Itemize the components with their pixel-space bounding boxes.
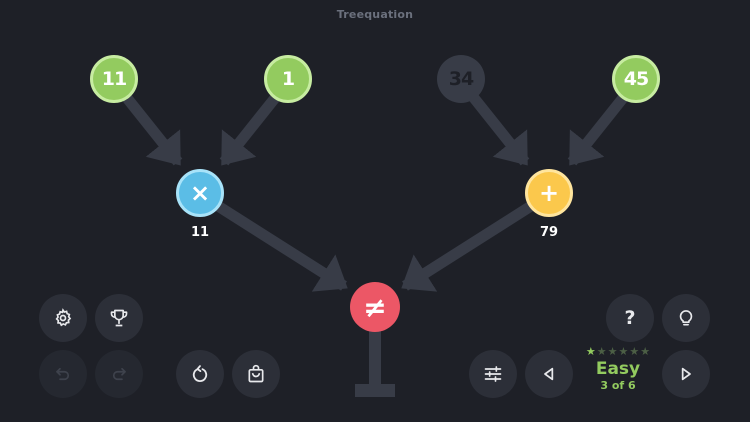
options-button[interactable]: [469, 350, 517, 398]
star-icon-empty: ★: [640, 345, 651, 358]
leaf-node-4[interactable]: 45: [612, 55, 660, 103]
leaf-node-3[interactable]: 34: [437, 55, 485, 103]
not-equal-icon: ≠: [363, 290, 387, 324]
triangle-left-icon: [544, 367, 554, 381]
shop-button[interactable]: [232, 350, 280, 398]
triangle-right-icon: [681, 367, 691, 381]
edge-34-to-add: [469, 94, 530, 166]
leaf-value: 45: [623, 68, 649, 90]
leaf-node-1[interactable]: 11: [90, 55, 138, 103]
multiply-icon: ×: [189, 179, 211, 207]
root-base: [355, 384, 395, 397]
trophy-icon: [110, 309, 128, 327]
undo-icon: [56, 367, 70, 381]
achievements-button[interactable]: [95, 294, 143, 342]
edge-1-to-multiply: [219, 94, 280, 166]
redo-button[interactable]: [95, 350, 143, 398]
app-title: Treequation: [336, 8, 414, 21]
difficulty-label: Easy: [595, 359, 641, 379]
redo-icon: [112, 367, 126, 381]
star-icon-empty: ★: [596, 345, 607, 358]
edge-45-to-add: [567, 94, 628, 166]
edge-multiply-to-notequal: [215, 201, 348, 292]
multiply-operator-node[interactable]: ×: [176, 169, 224, 217]
level-indicator: ★ ★ ★ ★ ★ ★ Easy 3 of 6: [577, 346, 659, 393]
help-button[interactable]: ?: [606, 294, 654, 342]
add-operator-node[interactable]: +: [525, 169, 573, 217]
leaf-node-2[interactable]: 1: [264, 55, 312, 103]
level-progress: 3 of 6: [600, 379, 636, 392]
star-icon-filled: ★: [585, 345, 596, 358]
add-result: 79: [539, 225, 559, 240]
previous-level-button[interactable]: [525, 350, 573, 398]
question-mark-icon: ?: [624, 307, 636, 329]
star-icon-empty: ★: [629, 345, 640, 358]
settings-button[interactable]: [39, 294, 87, 342]
lightbulb-icon: [679, 310, 693, 326]
star-icon-empty: ★: [607, 345, 618, 358]
not-equal-root-node[interactable]: ≠: [350, 282, 400, 332]
edge-add-to-notequal: [401, 201, 534, 292]
plus-icon: +: [538, 179, 560, 207]
leaf-value: 1: [281, 68, 295, 90]
next-level-button[interactable]: [662, 350, 710, 398]
multiply-result: 11: [190, 225, 210, 240]
restart-icon: [192, 365, 208, 382]
gear-icon: [55, 308, 72, 327]
edge-11-to-multiply: [122, 94, 183, 166]
hint-button[interactable]: [662, 294, 710, 342]
leaf-value: 11: [101, 68, 127, 90]
undo-button[interactable]: [39, 350, 87, 398]
star-icon-empty: ★: [618, 345, 629, 358]
difficulty-stars: ★ ★ ★ ★ ★ ★: [577, 346, 659, 358]
root-stem: [369, 330, 381, 388]
shopping-bag-icon: [248, 364, 264, 383]
sliders-icon: [484, 366, 502, 382]
restart-button[interactable]: [176, 350, 224, 398]
leaf-value: 34: [448, 68, 474, 90]
